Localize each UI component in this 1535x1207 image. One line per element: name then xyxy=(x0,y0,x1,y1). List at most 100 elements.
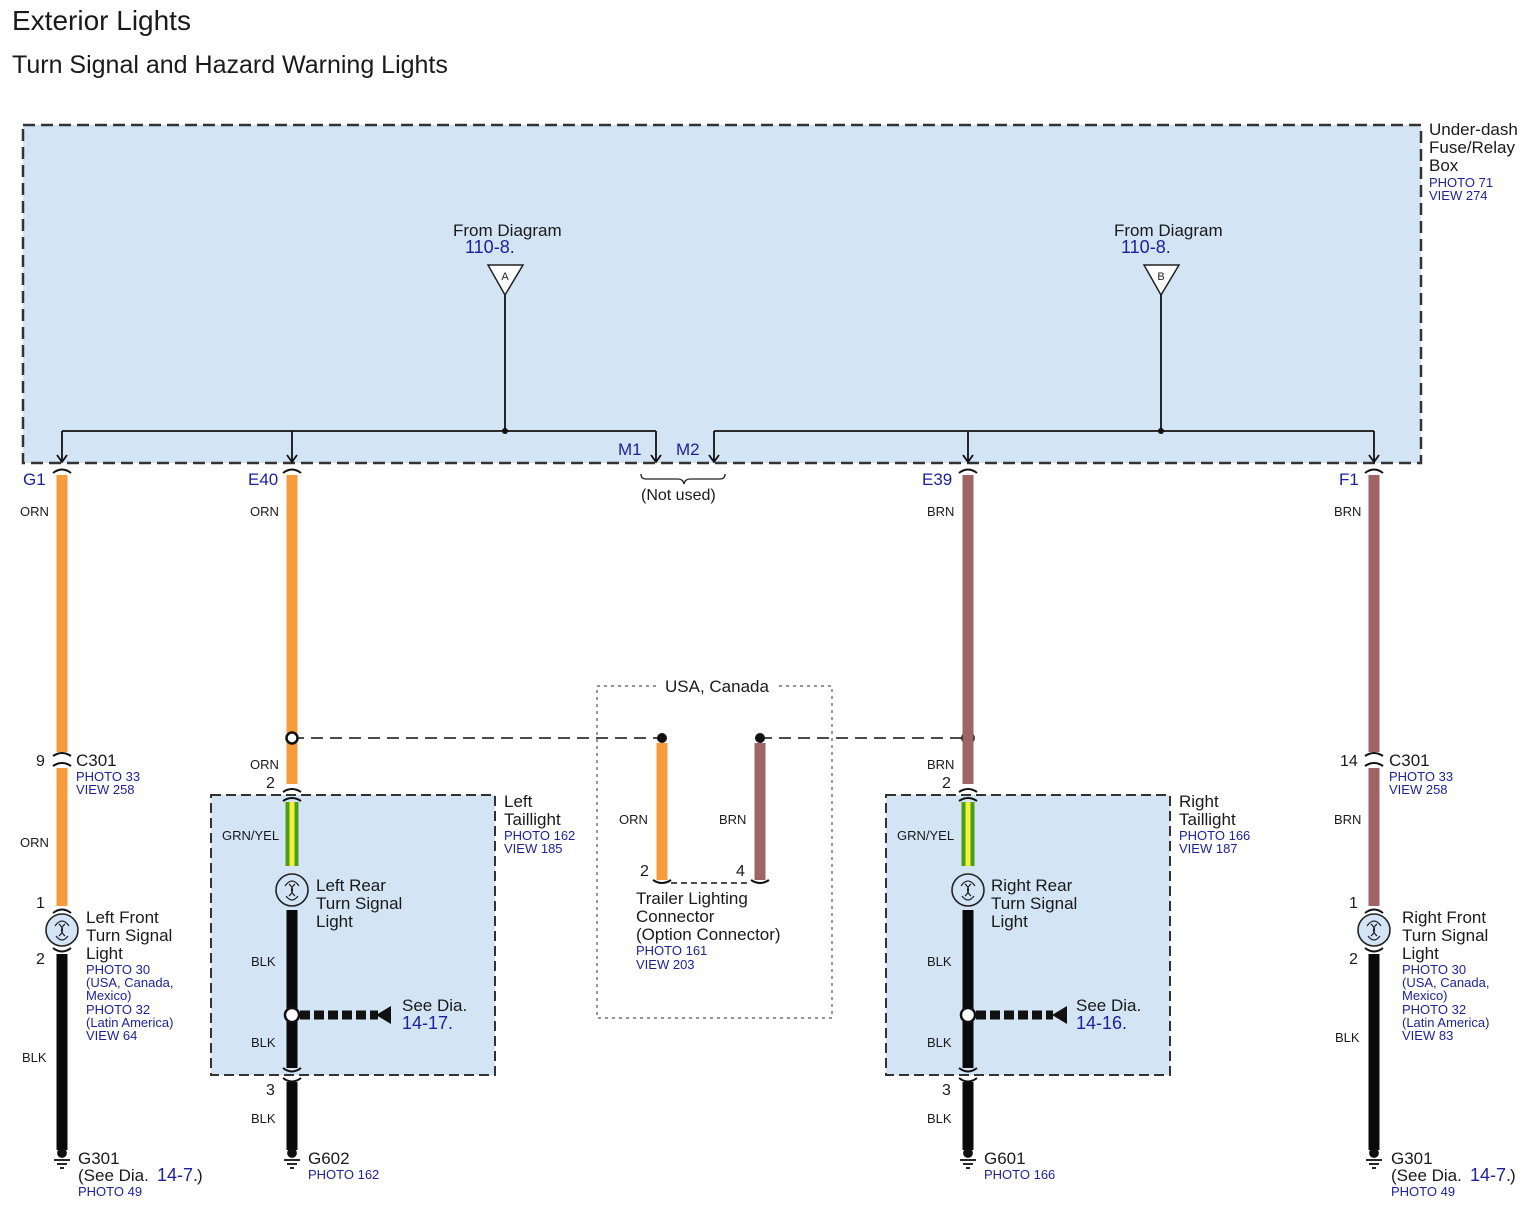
left-front-ref-6[interactable]: VIEW 64 xyxy=(86,1028,137,1043)
left-see-dia-ref[interactable]: 14-17. xyxy=(402,1013,453,1033)
trailer-pin-4: 4 xyxy=(736,863,745,880)
left-see-dia-label: See Dia. xyxy=(402,996,467,1015)
terminal-f1: F1 xyxy=(1339,470,1359,489)
left-splice-point xyxy=(283,1006,301,1024)
left-front-ref-2: (USA, Canada, xyxy=(86,975,173,990)
trailer-name-1: Trailer Lighting xyxy=(636,889,748,908)
fuse-box-name-1: Under-dash xyxy=(1429,120,1518,139)
marker-b-letter: B xyxy=(1157,271,1164,283)
terminal-m2: M2 xyxy=(676,440,700,459)
marker-a-letter: A xyxy=(501,271,509,283)
terminal-e39: E39 xyxy=(922,470,952,489)
right-splice-arrow-icon xyxy=(1052,1006,1067,1024)
not-used-label: (Not used) xyxy=(641,487,716,504)
right-rear-bulb-name-2: Turn Signal xyxy=(991,894,1077,913)
right-front-ref-6[interactable]: VIEW 83 xyxy=(1402,1028,1453,1043)
ground-g301-left-see-suffix: ) xyxy=(197,1166,203,1185)
left-taillight-input-arc xyxy=(282,788,302,802)
left-rear-bulb-icon xyxy=(275,873,309,907)
fuse-box-photo-link[interactable]: PHOTO 71 xyxy=(1429,175,1493,190)
trailer-orn-dot xyxy=(657,733,667,743)
from-diagram-b-label: From Diagram xyxy=(1114,221,1223,240)
from-diagram-a-label: From Diagram xyxy=(453,221,562,240)
wire-label-left-front-blk: BLK xyxy=(22,1050,47,1065)
trailer-photo-link[interactable]: PHOTO 161 xyxy=(636,943,707,958)
ground-g301-right-icon xyxy=(1366,1148,1382,1169)
from-diagram-b-ref[interactable]: 110-8. xyxy=(1121,237,1171,257)
left-front-top-arc xyxy=(52,908,72,914)
left-front-ref-5: (Latin America) xyxy=(86,1015,173,1030)
not-used-bracket xyxy=(640,473,726,485)
c301-right-pin: 14 xyxy=(1340,753,1358,770)
left-taillight-pin-out: 3 xyxy=(266,1082,275,1099)
left-front-ref-1[interactable]: PHOTO 30 xyxy=(86,962,150,977)
wire-label-right-grnyel: GRN/YEL xyxy=(897,828,954,843)
junction-dot-e40 xyxy=(285,731,299,745)
trailer-region-label: USA, Canada xyxy=(665,677,769,696)
right-see-dia-ref[interactable]: 14-16. xyxy=(1076,1013,1127,1033)
right-taillight-pin-out: 3 xyxy=(942,1082,951,1099)
c301-right-photo-link[interactable]: PHOTO 33 xyxy=(1389,769,1453,784)
terminal-m1: M1 xyxy=(618,440,642,459)
left-taillight-view-link[interactable]: VIEW 185 xyxy=(504,841,563,856)
right-front-ref-1[interactable]: PHOTO 30 xyxy=(1402,962,1466,977)
left-taillight-output-arc xyxy=(282,1067,302,1083)
connector-c301-right-icon xyxy=(1364,752,1384,767)
c301-right-view-link[interactable]: VIEW 258 xyxy=(1389,782,1448,797)
trailer-name-3: (Option Connector) xyxy=(636,925,781,944)
right-taillight-input-arc xyxy=(958,788,978,802)
right-taillight-photo-link[interactable]: PHOTO 166 xyxy=(1179,828,1250,843)
trailer-region-box xyxy=(596,685,833,1019)
left-front-name-2: Turn Signal xyxy=(86,926,172,945)
wire-label-right-front-blk: BLK xyxy=(1335,1030,1360,1045)
ground-g602-icon xyxy=(284,1148,300,1169)
junction-dot-b xyxy=(1158,428,1164,434)
ground-g602-photo[interactable]: PHOTO 162 xyxy=(308,1167,379,1182)
ground-g601-name: G601 xyxy=(984,1149,1026,1168)
wire-label-c301-right-brn: BRN xyxy=(1334,812,1361,827)
left-taillight-name-2: Taillight xyxy=(504,810,561,829)
diagram-subtitle: Turn Signal and Hazard Warning Lights xyxy=(12,51,448,79)
ground-g301-left-photo[interactable]: PHOTO 49 xyxy=(78,1184,142,1199)
right-taillight-box xyxy=(885,794,1171,1076)
right-front-name-3: Light xyxy=(1402,944,1439,963)
connector-marker-a-icon xyxy=(486,264,525,297)
wire-label-left-taillight-blk: BLK xyxy=(251,954,276,969)
ground-g301-right-photo[interactable]: PHOTO 49 xyxy=(1391,1184,1455,1199)
ground-g301-left-icon xyxy=(54,1148,70,1169)
right-front-ref-4[interactable]: PHOTO 32 xyxy=(1402,1002,1466,1017)
ground-g301-right-see-ref[interactable]: 14-7. xyxy=(1470,1165,1511,1185)
wire-label-left-taillight-blk-2: BLK xyxy=(251,1035,276,1050)
diagram-title: Exterior Lights xyxy=(12,5,191,36)
ground-g301-left-see-ref[interactable]: 14-7. xyxy=(157,1165,198,1185)
wire-label-c301-left-orn: ORN xyxy=(20,835,49,850)
c301-left-photo-link[interactable]: PHOTO 33 xyxy=(76,769,140,784)
left-front-ref-4[interactable]: PHOTO 32 xyxy=(86,1002,150,1017)
left-taillight-photo-link[interactable]: PHOTO 162 xyxy=(504,828,575,843)
c301-left-name: C301 xyxy=(76,751,117,770)
fuse-box-view-link[interactable]: VIEW 274 xyxy=(1429,188,1488,203)
left-rear-bulb-name-2: Turn Signal xyxy=(316,894,402,913)
left-front-bottom-arc xyxy=(52,947,72,953)
ground-g602-name: G602 xyxy=(308,1149,350,1168)
right-taillight-view-link[interactable]: VIEW 187 xyxy=(1179,841,1238,856)
ground-g601-photo[interactable]: PHOTO 166 xyxy=(984,1167,1055,1182)
ground-g301-left-see-prefix: (See Dia. xyxy=(78,1166,149,1185)
ground-g301-right-see-prefix: (See Dia. xyxy=(1391,1166,1462,1185)
left-taillight-box xyxy=(210,794,496,1076)
wire-label-g601-blk: BLK xyxy=(927,1111,952,1126)
from-diagram-a-ref[interactable]: 110-8. xyxy=(465,237,515,257)
wire-label-right-taillight-blk-2: BLK xyxy=(927,1035,952,1050)
wire-label-e40-orn: ORN xyxy=(250,504,279,519)
right-taillight-output-arc xyxy=(958,1067,978,1083)
right-rear-bulb-name-3: Light xyxy=(991,912,1028,931)
wire-label-e40-orn-lower: ORN xyxy=(250,757,279,772)
fuse-relay-box xyxy=(21,123,1423,465)
c301-left-view-link[interactable]: VIEW 258 xyxy=(76,782,135,797)
right-front-pin-bottom: 2 xyxy=(1349,951,1358,968)
wire-label-e39-brn-lower: BRN xyxy=(927,757,954,772)
wire-label-right-taillight-blk: BLK xyxy=(927,954,952,969)
trailer-view-link[interactable]: VIEW 203 xyxy=(636,957,695,972)
connector-marker-b-icon xyxy=(1142,264,1181,297)
